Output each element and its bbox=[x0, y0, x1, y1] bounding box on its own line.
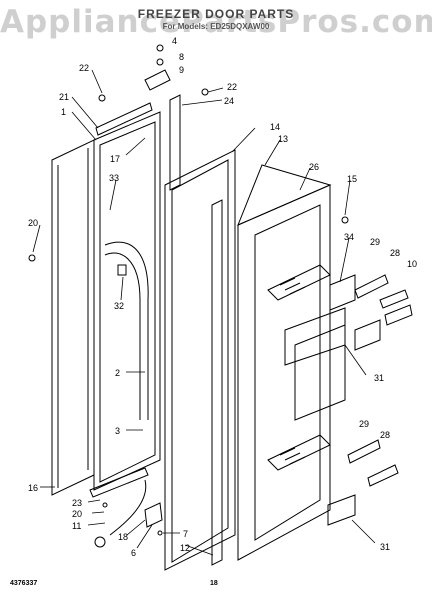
door-strip bbox=[169, 94, 181, 191]
callout-13: 13 bbox=[278, 134, 288, 144]
callout-6: 6 bbox=[131, 548, 136, 558]
callout-12: 12 bbox=[180, 543, 190, 553]
callout-23: 23 bbox=[72, 498, 82, 508]
screws bbox=[28, 216, 349, 536]
door-shelf-upper bbox=[267, 264, 331, 301]
bottom-hinge bbox=[89, 467, 163, 548]
callout-28: 28 bbox=[380, 430, 390, 440]
document-number: 4376337 bbox=[10, 580, 38, 587]
door-outer-panel bbox=[51, 139, 95, 496]
callout-26: 26 bbox=[309, 162, 319, 172]
callout-18: 18 bbox=[118, 532, 128, 542]
door-gasket bbox=[164, 149, 236, 571]
callout-17: 17 bbox=[110, 154, 120, 164]
page-subtitle: For Models: ED25DQXAW00 bbox=[162, 22, 270, 31]
watermark: AppliancePartsPros.com bbox=[0, 4, 432, 40]
right-small-parts bbox=[327, 274, 413, 526]
wiring-harness bbox=[104, 241, 149, 420]
callout-29: 29 bbox=[370, 237, 380, 247]
callout-3: 3 bbox=[115, 426, 120, 436]
door-shelf-lower bbox=[267, 434, 331, 471]
callout-31: 31 bbox=[374, 373, 384, 383]
callout-15: 15 bbox=[347, 174, 357, 184]
door-frame bbox=[93, 111, 161, 491]
callout-9: 9 bbox=[179, 65, 184, 75]
callout-7: 7 bbox=[183, 529, 188, 539]
callout-28: 28 bbox=[390, 248, 400, 258]
callout-24: 24 bbox=[224, 96, 234, 106]
callout-22: 22 bbox=[79, 63, 89, 73]
callout-8: 8 bbox=[179, 52, 184, 62]
callout-34: 34 bbox=[344, 232, 354, 242]
callout-20: 20 bbox=[28, 218, 38, 228]
page-number: 18 bbox=[210, 580, 218, 587]
dispenser-housing bbox=[284, 307, 346, 421]
callout-2: 2 bbox=[115, 368, 120, 378]
callout-32: 32 bbox=[114, 301, 124, 311]
callout-22: 22 bbox=[227, 82, 237, 92]
callout-33: 33 bbox=[109, 173, 119, 183]
callout-11: 11 bbox=[72, 521, 81, 531]
callout-labels: 22 4 8 9 22 24 21 1 17 14 13 26 15 33 20… bbox=[28, 36, 417, 558]
callout-4: 4 bbox=[172, 36, 177, 46]
door-liner bbox=[237, 164, 332, 561]
top-brackets bbox=[95, 44, 209, 136]
leader-lines bbox=[32, 69, 376, 556]
callout-1: 1 bbox=[61, 107, 66, 117]
callout-21: 21 bbox=[59, 92, 69, 102]
callout-31: 31 bbox=[380, 542, 390, 552]
callout-14: 14 bbox=[270, 122, 280, 132]
callout-16: 16 bbox=[28, 483, 38, 493]
long-strip bbox=[211, 199, 223, 566]
callout-29: 29 bbox=[359, 419, 369, 429]
callout-20: 20 bbox=[72, 509, 82, 519]
callout-10: 10 bbox=[407, 259, 417, 269]
page-title: FREEZER DOOR PARTS bbox=[137, 7, 295, 21]
